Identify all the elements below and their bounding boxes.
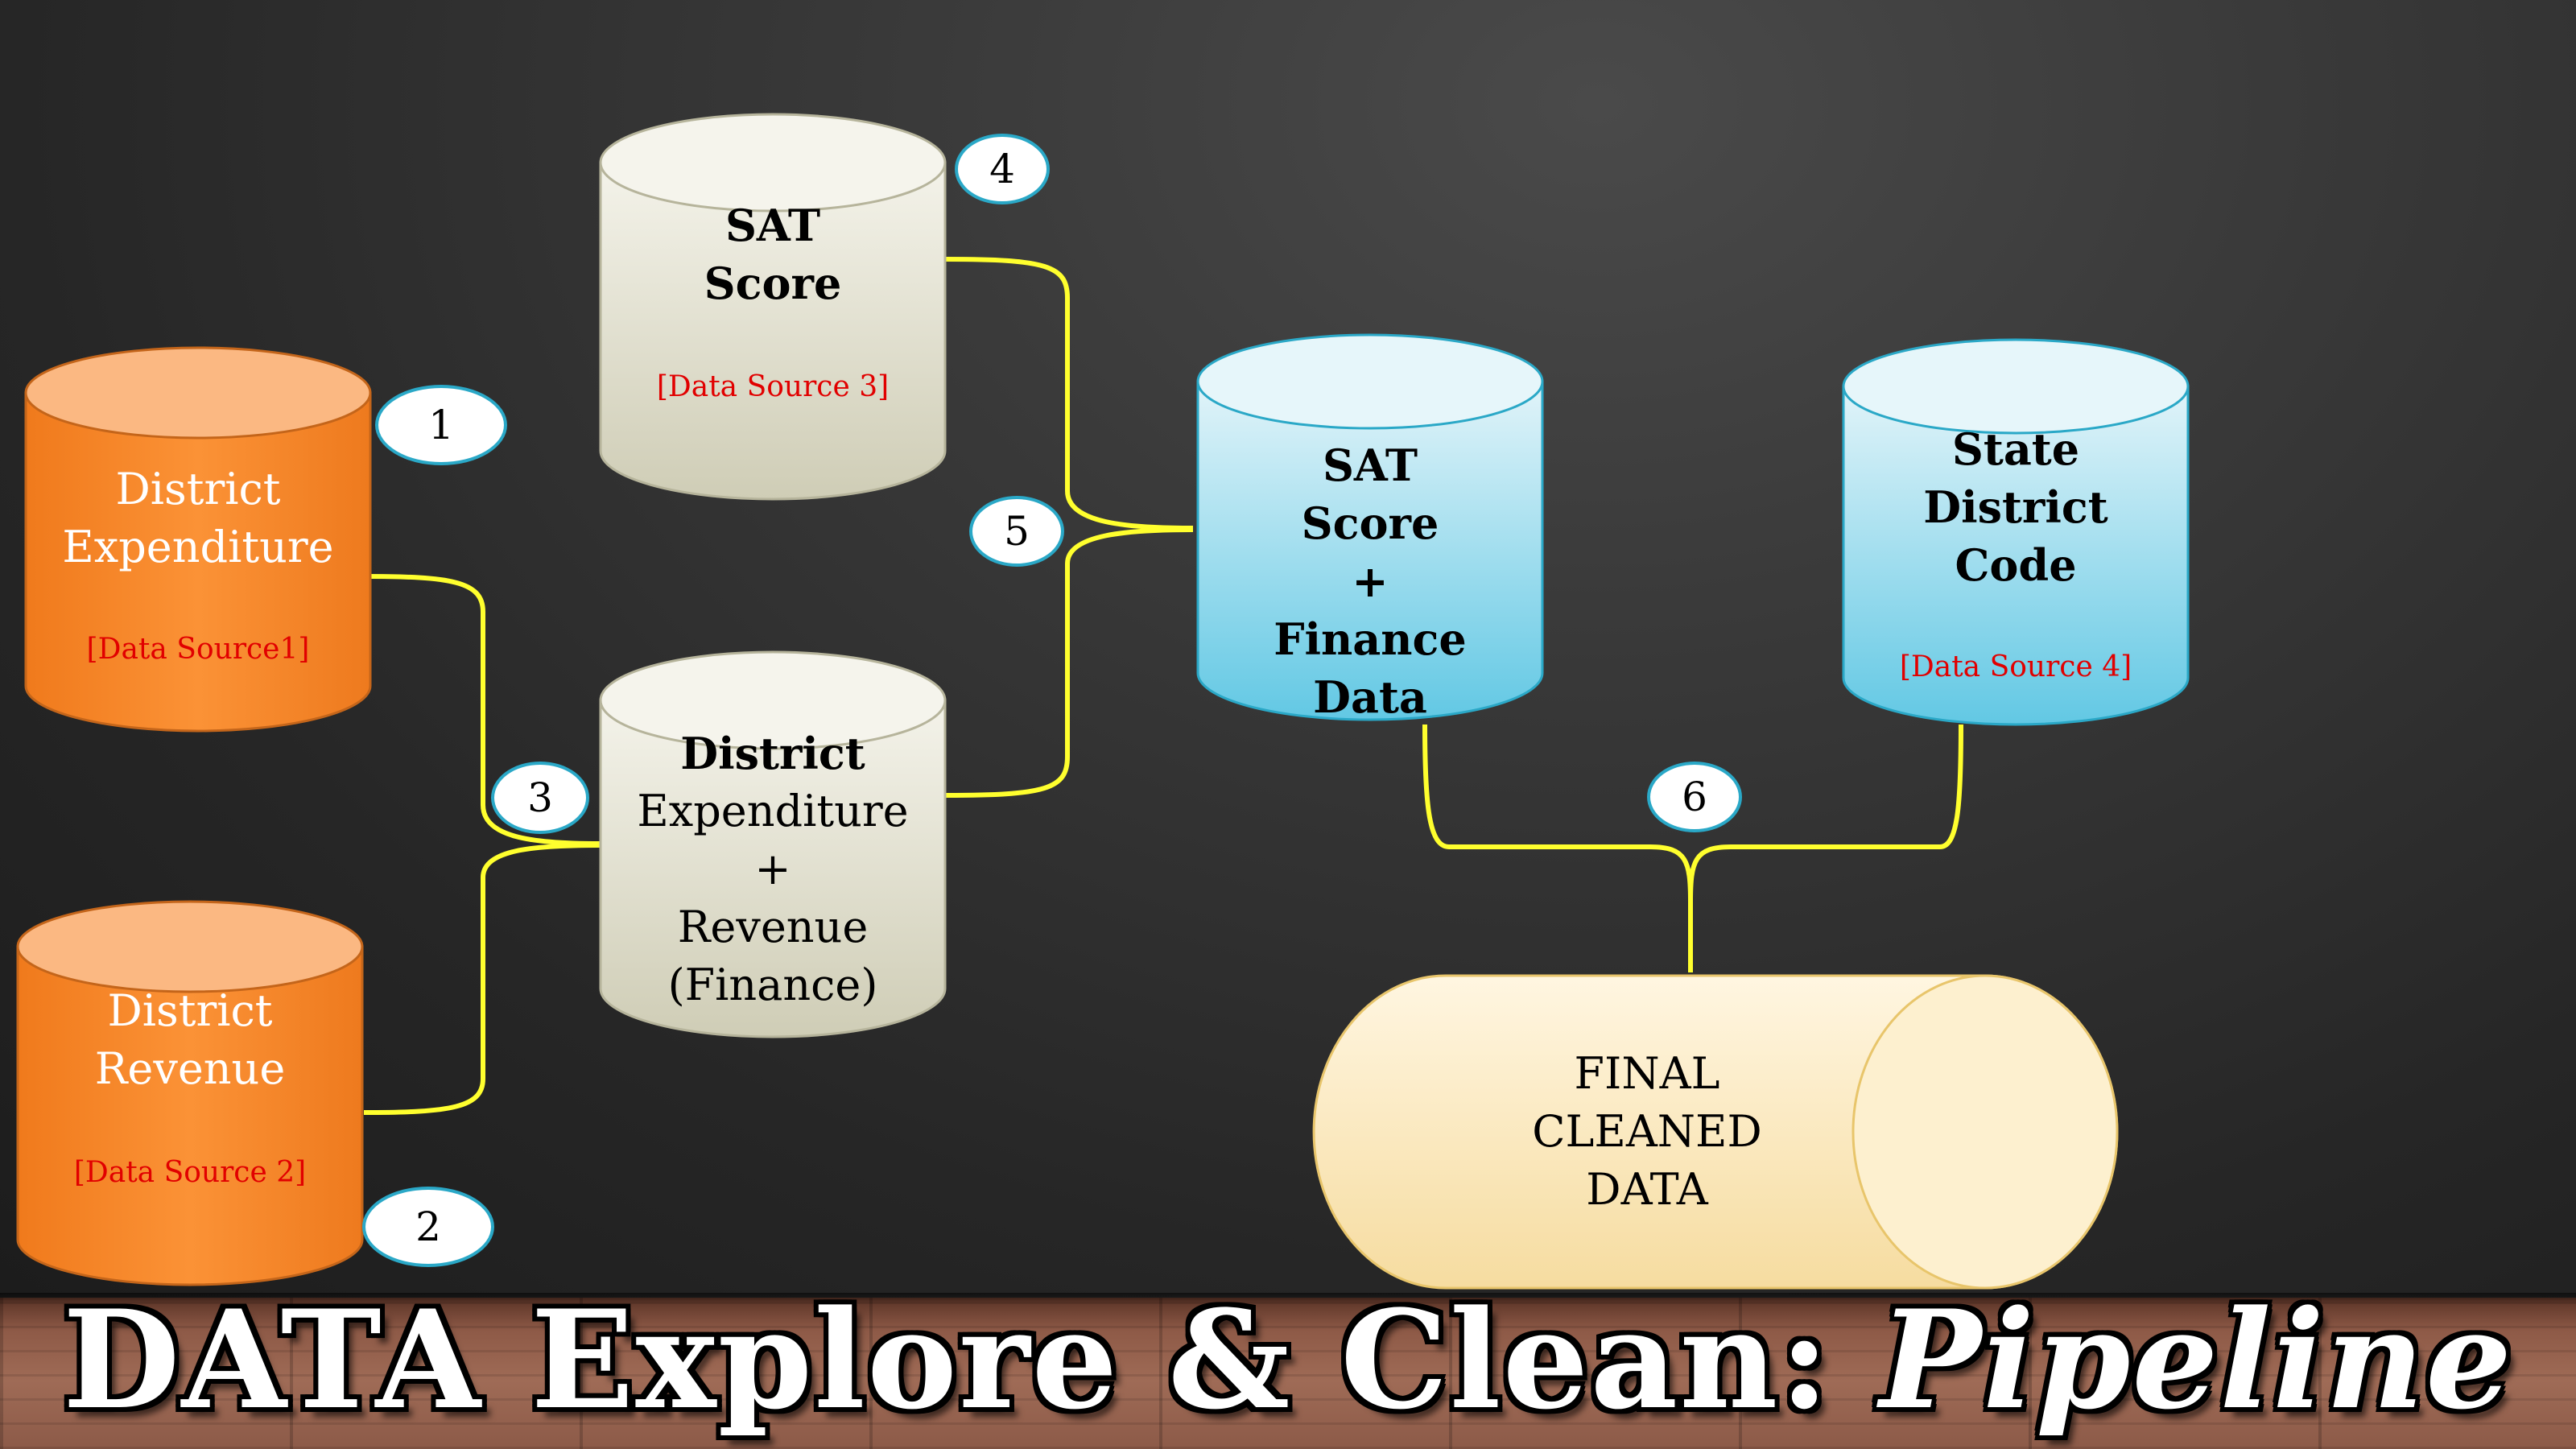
- connector-expenditure-to-finance: [363, 574, 601, 846]
- connector-satfinance-to-final: [1422, 724, 1693, 972]
- expenditure-source: [Data Source1]: [86, 633, 310, 666]
- connectors: [363, 257, 1963, 1115]
- final-line3: DATA: [1586, 1164, 1708, 1215]
- final-line2: CLEANED: [1532, 1106, 1762, 1157]
- revenue-label: District Revenue: [18, 982, 362, 1098]
- finance-line5: (Finance): [667, 960, 878, 1010]
- expenditure-title: District: [115, 464, 281, 514]
- cylinder-district-revenue: [16, 900, 364, 1286]
- cylinder-sat-finance: [1196, 333, 1544, 721]
- connector-finance-to-merge: [945, 527, 1194, 798]
- slide-title-emphasis: Pipeline: [1879, 1280, 2514, 1439]
- sat-source: [Data Source 3]: [656, 370, 890, 403]
- sat-finance-line1: SAT: [1322, 440, 1418, 491]
- state-code-line3: Code: [1955, 539, 2077, 591]
- cylinder-final-cleaned-data: [1312, 974, 2119, 1290]
- sat-finance-line5: Data: [1313, 671, 1427, 723]
- revenue-title: District: [107, 985, 273, 1036]
- sat-finance-line4: Finance: [1274, 613, 1467, 665]
- cylinder-district-expenditure: [24, 346, 372, 733]
- finance-line2: Expenditure: [637, 786, 909, 836]
- sat-finance-line2: Score: [1301, 497, 1439, 549]
- final-line1: FINAL: [1574, 1048, 1720, 1099]
- step-badge-4: 4: [955, 134, 1050, 204]
- finance-title: District: [680, 728, 865, 779]
- finance-line3: +: [754, 844, 791, 894]
- slide-title: DATA Explore & Clean: Pipeline: [0, 1280, 2576, 1439]
- sat-finance-line3: +: [1352, 555, 1389, 607]
- step-badge-3: 3: [491, 762, 589, 834]
- finance-label: District Expenditure + Revenue (Finance): [601, 724, 945, 1014]
- step-badge-5: 5: [969, 496, 1064, 567]
- connector-revenue-to-finance: [363, 843, 601, 1115]
- state-code-source: [Data Source 4]: [1899, 650, 2132, 683]
- revenue-source: [Data Source 2]: [73, 1156, 307, 1189]
- connector-statecode-to-final: [1688, 724, 1963, 902]
- state-code-line2: District: [1923, 481, 2108, 533]
- cylinder-finance: [599, 650, 947, 1038]
- wood-floor: [0, 1298, 2576, 1449]
- cylinder-sat-score: [599, 113, 947, 501]
- step-badge-6: 6: [1647, 762, 1742, 832]
- finance-line4: Revenue: [677, 902, 869, 952]
- cylinder-state-district-code: [1842, 338, 2190, 726]
- state-code-label: State District Code: [1843, 420, 2188, 594]
- final-label: FINAL CLEANED DATA: [1406, 1045, 1889, 1219]
- expenditure-title2: Expenditure: [62, 522, 334, 572]
- revenue-title2: Revenue: [94, 1043, 286, 1094]
- sat-label: SAT Score: [601, 196, 945, 312]
- sat-finance-label: SAT Score + Finance Data: [1198, 436, 1542, 726]
- connector-sat-to-merge: [945, 257, 1194, 530]
- state-code-line1: State: [1951, 423, 2080, 475]
- step-badge-1: 1: [375, 385, 507, 465]
- sat-title2: Score: [704, 258, 842, 309]
- expenditure-label: District Expenditure: [26, 460, 370, 576]
- step-badge-2: 2: [362, 1187, 494, 1267]
- sat-title: SAT: [724, 200, 821, 251]
- slide-title-main: DATA Explore & Clean:: [62, 1280, 1831, 1439]
- floor-shadow: [0, 1293, 2576, 1304]
